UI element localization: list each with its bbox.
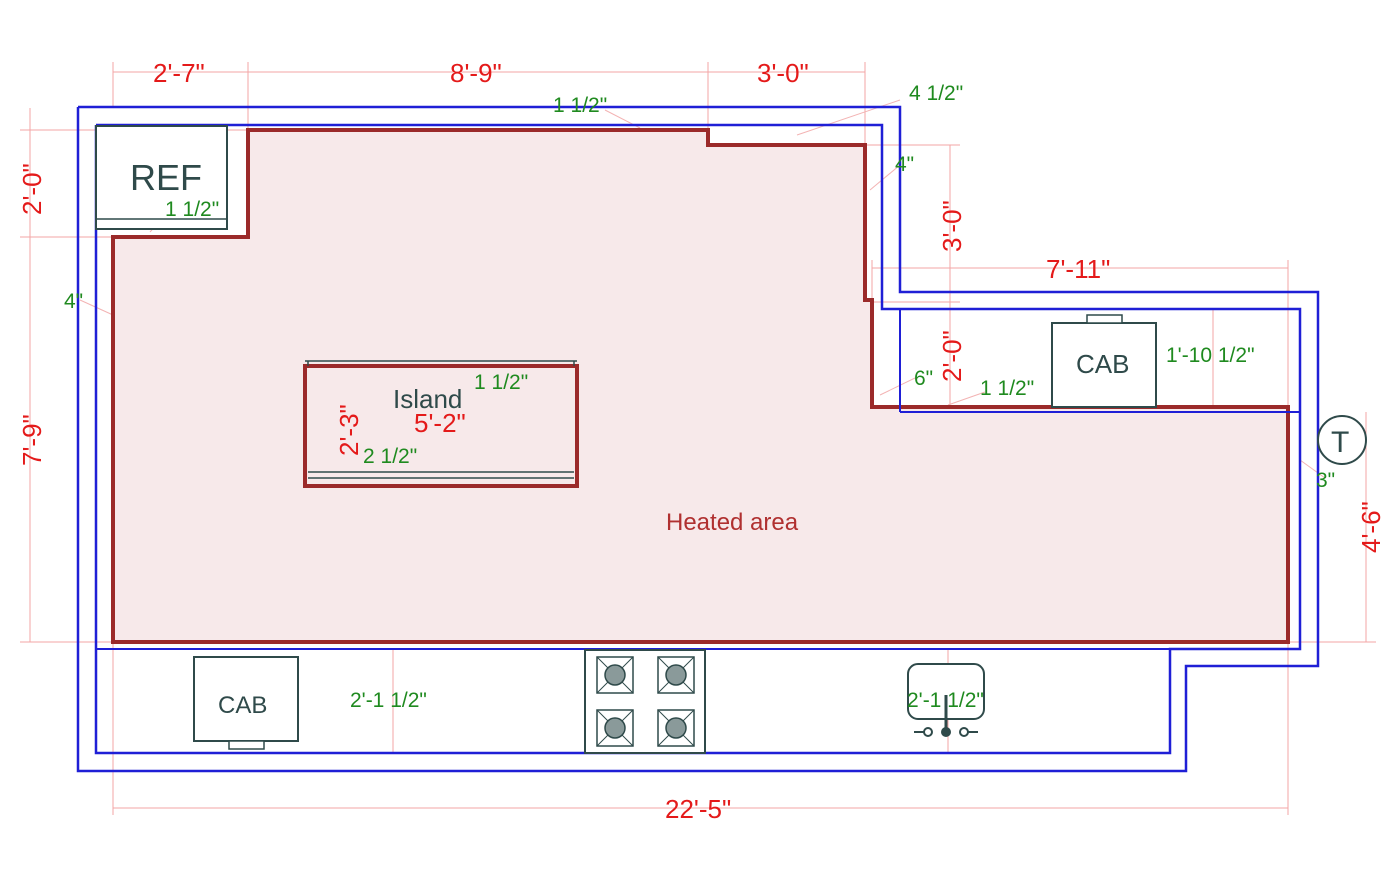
cabinet-bottom[interactable]: CAB: [193, 656, 299, 750]
dim-left-lower: 7'-9": [17, 414, 47, 466]
note-step-6: 6": [914, 367, 933, 390]
cabinet-right[interactable]: CAB: [1051, 314, 1157, 408]
burner-icon: [596, 656, 634, 694]
walls: [76, 105, 1320, 773]
note-island-top: 1 1/2": [474, 371, 528, 394]
refrigerator[interactable]: REF: [95, 125, 228, 230]
thermostat-icon[interactable]: T: [1317, 415, 1367, 465]
dim-island-width: 5'-2": [414, 408, 466, 438]
dim-right-upper: 3'-0": [937, 200, 967, 252]
note-top-offset: 1 1/2": [553, 94, 607, 117]
cab-bottom-label: CAB: [218, 692, 267, 719]
dim-right-lower: 4'-6": [1356, 501, 1386, 553]
note-step-offset: 1 1/2": [980, 377, 1034, 400]
note-cab-right-depth: 1'-10 1/2": [1166, 344, 1255, 367]
note-left-wall-4: 4": [64, 290, 83, 313]
outer-wall: [76, 105, 1320, 773]
thermostat-label: T: [1331, 426, 1349, 459]
heated-area-outline[interactable]: [111, 128, 1290, 644]
range-cooktop[interactable]: [584, 649, 706, 754]
dim-left-upper: 2'-0": [17, 163, 47, 215]
note-island-bottom: 2 1/2": [363, 445, 417, 468]
note-right-wall-3: 3": [1316, 469, 1335, 492]
heated-area-label: Heated area: [666, 509, 799, 536]
dim-right-mid: 2'-0": [937, 330, 967, 382]
sink-icon[interactable]: [907, 663, 985, 737]
dim-top-ref: 2'-7": [153, 58, 205, 88]
island-label: Island: [393, 384, 462, 414]
burner-icon: [657, 709, 695, 747]
ref-label: REF: [130, 157, 202, 198]
dim-step-width: 7'-11": [1046, 254, 1110, 284]
burner-icon: [596, 709, 634, 747]
cab-right-label: CAB: [1076, 349, 1129, 379]
dim-island-depth: 2'-3": [334, 404, 364, 456]
note-corner-offset: 4 1/2": [909, 82, 963, 105]
note-counter-left: 2'-1 1/2": [350, 689, 427, 712]
note-counter-right: 2'-1 1/2": [907, 689, 984, 712]
inner-wall: [94, 123, 1302, 755]
dim-top-middle: 8'-9": [450, 58, 502, 88]
note-ref-offset: 1 1/2": [165, 198, 219, 221]
island[interactable]: Island: [303, 360, 579, 488]
dim-top-right: 3'-0": [757, 58, 809, 88]
burner-icon: [657, 656, 695, 694]
note-right-wall-4: 4": [895, 153, 914, 176]
dim-bottom-total: 22'-5": [665, 794, 731, 824]
